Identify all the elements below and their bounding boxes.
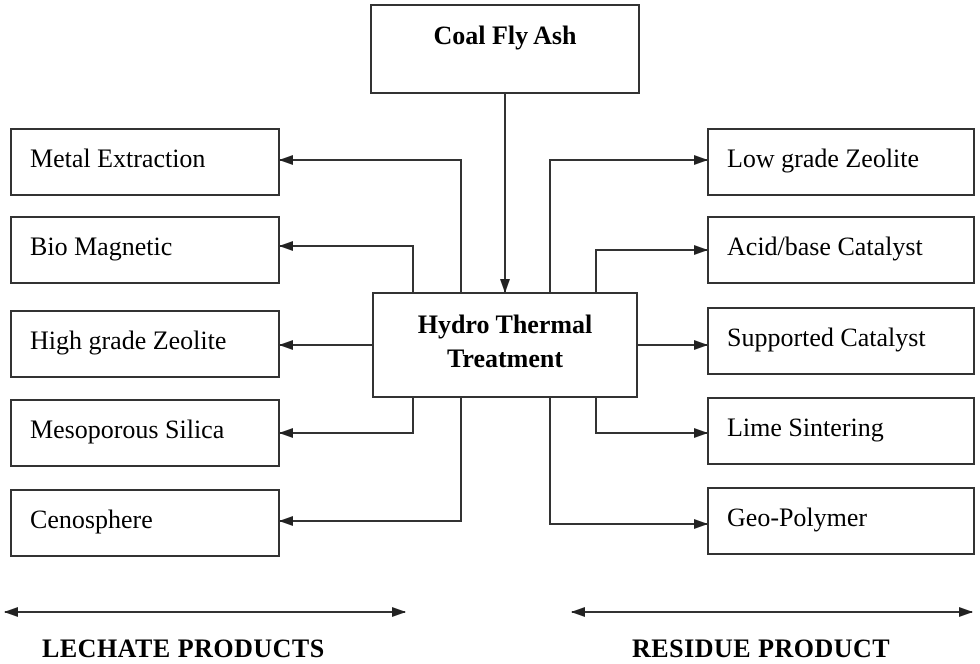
product-box-high-grade-zeolite: High grade Zeolite [10,310,280,378]
product-label: Supported Catalyst [727,323,926,352]
product-label: Acid/base Catalyst [727,232,923,261]
product-box-supported-catalyst: Supported Catalyst [707,307,975,375]
product-label: Geo-Polymer [727,503,868,532]
product-label: Bio Magnetic [30,232,173,261]
coal-fly-ash-label: Coal Fly Ash [433,21,577,50]
product-box-lime-sintering: Lime Sintering [707,397,975,465]
product-label: Cenosphere [30,505,153,534]
arrow-to-bio-magnetic [279,241,414,292]
product-box-geo-polymer: Geo-Polymer [707,487,975,555]
product-box-cenosphere: Cenosphere [10,489,280,557]
arrow-to-low-grade-zeolite [549,155,708,292]
hydro-thermal-treatment-box: Hydro Thermal Treatment [372,292,638,398]
product-label: Low grade Zeolite [727,144,920,173]
arrow-to-cenosphere [279,398,462,526]
product-box-acid-base-catalyst: Acid/base Catalyst [707,216,975,284]
product-box-bio-magnetic: Bio Magnetic [10,216,280,284]
arrow-to-mesoporous-silica [279,398,414,438]
process-label-line1: Hydro Thermal [417,310,593,339]
product-label: Lime Sintering [727,413,884,442]
arrow-to-acid-base-catalyst [595,245,708,292]
arrow-to-lime-sintering [595,398,708,438]
product-label: Mesoporous Silica [30,415,225,444]
product-box-metal-extraction: Metal Extraction [10,128,280,196]
product-label: High grade Zeolite [30,326,227,355]
product-box-mesoporous-silica: Mesoporous Silica [10,399,280,467]
product-box-low-grade-zeolite: Low grade Zeolite [707,128,975,196]
lechate-products-label: LECHATE PRODUCTS [42,634,325,663]
process-label-line2: Treatment [447,344,563,373]
arrow-to-metal-extraction [279,155,462,292]
coal-fly-ash-box: Coal Fly Ash [370,4,640,94]
residue-product-label: RESIDUE PRODUCT [632,634,891,663]
product-label: Metal Extraction [30,144,206,173]
arrow-to-geo-polymer [549,398,708,529]
